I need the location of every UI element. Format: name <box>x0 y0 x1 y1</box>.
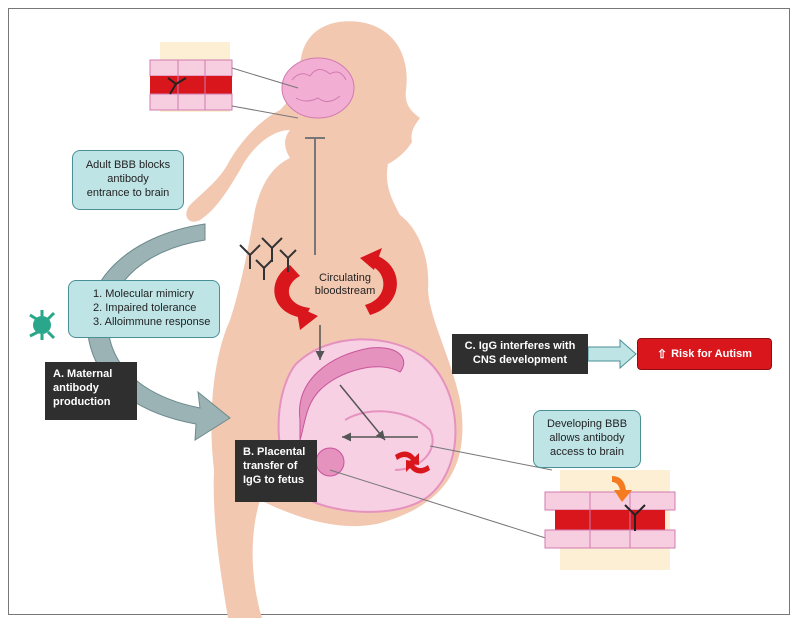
antibody-cluster <box>239 237 297 280</box>
mechanism-1: 1. Molecular mimicry <box>93 288 194 301</box>
mechanism-box: 1. Molecular mimicry 2. Impaired toleran… <box>68 280 220 338</box>
developing-bbb-box: Developing BBB allows antibody access to… <box>533 410 641 468</box>
step-b-box: B. Placental transfer of IgG to fetus <box>235 440 317 502</box>
maternal-brain <box>281 57 355 119</box>
risk-label: Risk for Autism <box>671 348 752 360</box>
mechanism-3: 3. Alloimmune response <box>93 315 211 328</box>
step-a-box: A. Maternal antibody production <box>45 362 137 420</box>
figure-frame <box>8 8 790 615</box>
risk-box: ⇧ Risk for Autism <box>637 338 772 370</box>
developing-bbb-schematic <box>544 470 676 570</box>
circulation-arrows <box>274 248 397 330</box>
mechanism-2: 2. Impaired tolerance <box>93 302 197 315</box>
adult-bbb-schematic <box>149 42 299 119</box>
risk-arrow <box>587 338 637 370</box>
immune-cell-icon <box>29 310 56 340</box>
up-arrow-icon: ⇧ <box>657 347 668 361</box>
adult-bbb-box: Adult BBB blocks antibody entrance to br… <box>72 150 184 210</box>
circulating-label: Circulating bloodstream <box>314 272 376 298</box>
step-c-box: C. IgG interferes with CNS development <box>452 334 588 374</box>
